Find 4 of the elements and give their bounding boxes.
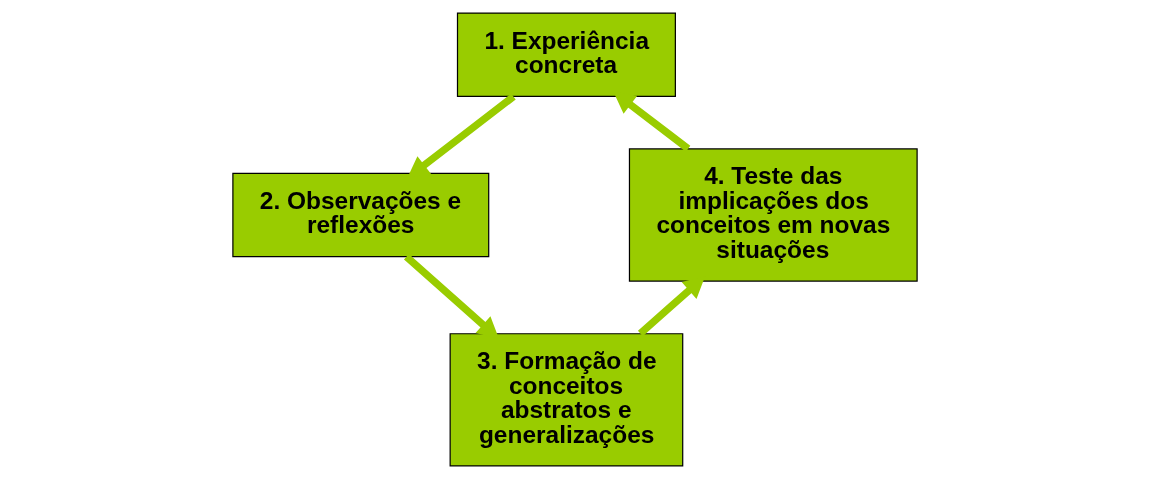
node-box: 4. Teste das implicações dos conceitos em novas situações (628, 148, 918, 282)
node-box: 3. Formação de conceitos abstratos e generalizações (449, 333, 684, 467)
node-box: 2. Observações e reflexões (232, 172, 490, 258)
node-box: 1. Experiência concreta (456, 12, 676, 97)
